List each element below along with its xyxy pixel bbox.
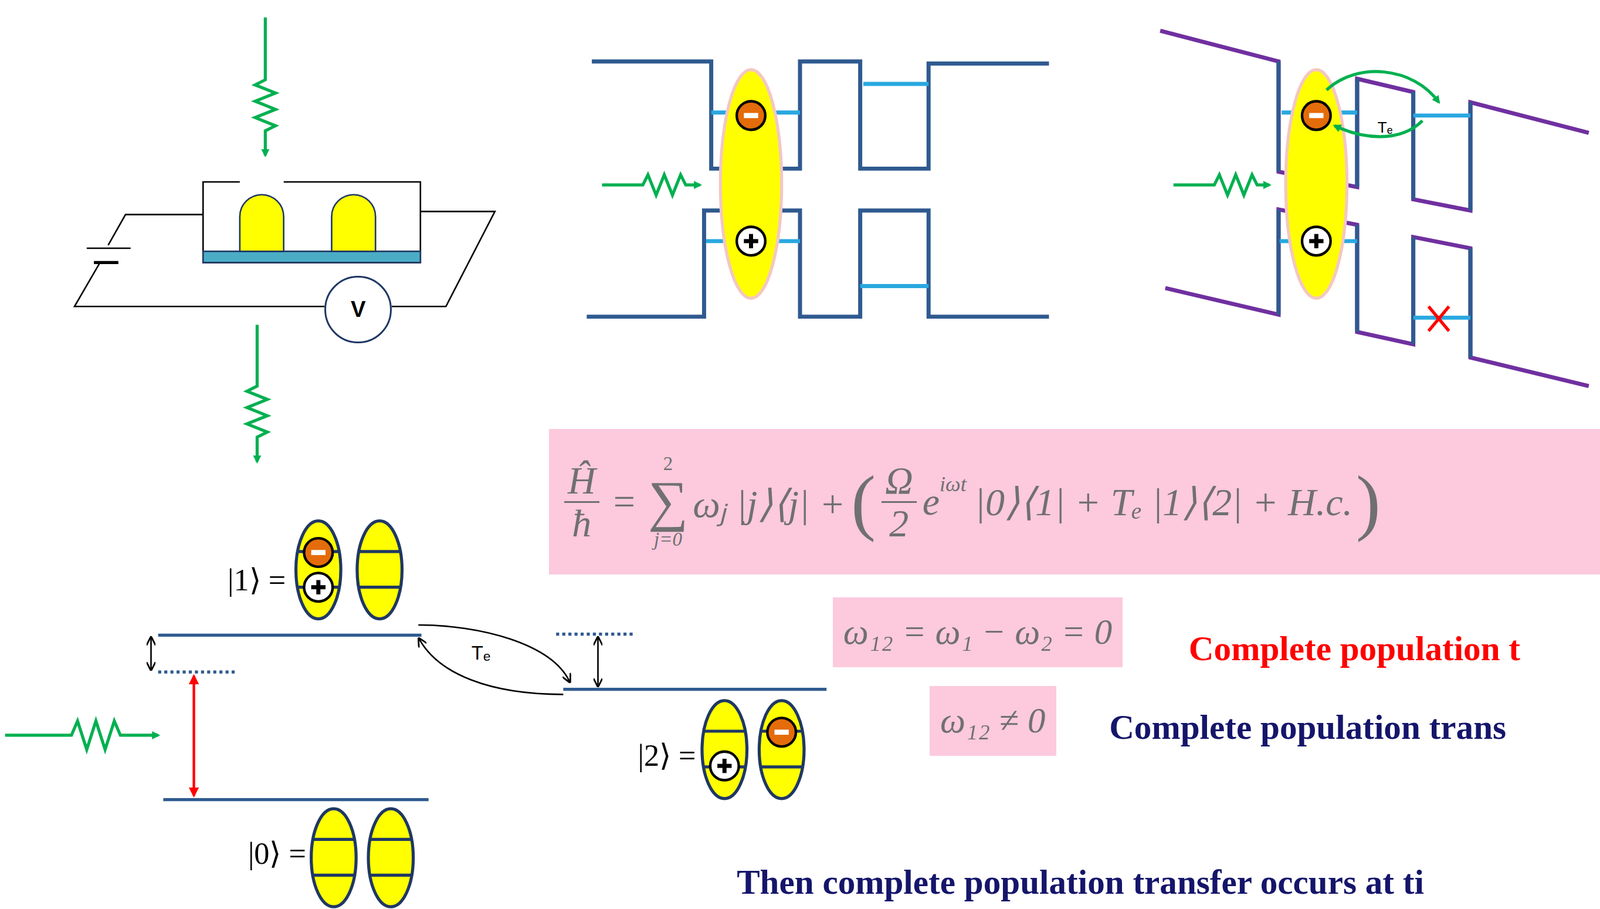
- blocked-mark: [1428, 306, 1450, 331]
- paren: (: [851, 459, 876, 544]
- exciton: [1285, 69, 1347, 299]
- sample-box: [202, 181, 421, 263]
- tilted-band: [1160, 30, 1589, 210]
- band-diagram: [591, 61, 1049, 169]
- state-label: |1⟩ =: [227, 561, 286, 598]
- denominator: ħ: [568, 502, 595, 544]
- condition-text: ω₁₂ ≠ 0: [940, 700, 1046, 740]
- meter-symbol: V: [350, 296, 366, 322]
- state-icon: [303, 572, 333, 602]
- tunnel-arrow: [1326, 71, 1439, 137]
- circuit-wire: [86, 247, 131, 250]
- state-icon: [296, 520, 342, 619]
- circuit-wire: [391, 211, 496, 307]
- level-line: [158, 634, 827, 799]
- fraction: Ĥħ: [564, 459, 600, 544]
- energy-level: [863, 81, 929, 86]
- level-line: [158, 633, 422, 637]
- tilted-band: [1160, 30, 1589, 386]
- transition-arrow: [192, 675, 195, 796]
- level-line: [163, 797, 429, 801]
- light-in: [246, 324, 268, 462]
- denominator: 2: [885, 502, 913, 544]
- light-in: [5, 720, 159, 750]
- condition-note: Complete population t: [1188, 628, 1521, 669]
- detuning-line: [556, 632, 635, 636]
- state-icon: [767, 717, 796, 747]
- sum-lower: j=0: [653, 529, 683, 549]
- equation-box: Ĥħ=2∑j=0ωⱼ |j⟩⟨j| +(Ω2eiωt|0⟩⟨1| + Tₑ |1…: [548, 428, 1600, 575]
- circuit-wire: [74, 211, 496, 307]
- condition-note: Complete population trans: [1109, 706, 1507, 747]
- level-line: [563, 687, 827, 691]
- exciton: [720, 69, 782, 299]
- state-icon: [702, 700, 748, 799]
- sum-sign: 2∑j=0: [648, 453, 688, 549]
- sum-symbol: ∑: [648, 473, 688, 530]
- equation-term: ωⱼ |j⟩⟨j| +: [692, 475, 846, 528]
- circuit-wire: [107, 214, 203, 246]
- exciton: [720, 69, 782, 299]
- state-icon: [303, 537, 333, 567]
- voltmeter: V: [324, 275, 392, 344]
- sample-box: [202, 181, 421, 263]
- detuning-arrow: [418, 624, 569, 681]
- detuning-arrow: [150, 638, 152, 669]
- energy-level: [860, 283, 930, 288]
- numerator: Ω: [881, 459, 917, 503]
- detuning-arrow: [419, 638, 564, 694]
- exciton: [1302, 226, 1331, 256]
- detuning-arrow: [597, 638, 599, 686]
- condition-box: ω₁₂ ≠ 0: [929, 685, 1057, 756]
- circuit-wire: [93, 260, 119, 264]
- equation-term: |0⟩⟨1| + Tₑ |1⟩⟨2| + H.c.: [974, 479, 1353, 525]
- conclusion-text: Then complete population transfer occurs…: [736, 861, 1425, 902]
- sample-box: [202, 251, 421, 263]
- exponential: eiωt: [922, 479, 967, 524]
- exciton: [1285, 69, 1347, 299]
- blocked-mark: [1428, 306, 1450, 331]
- detuning-line: [158, 634, 635, 672]
- state-label: |2⟩ =: [638, 737, 697, 773]
- state-icon: [710, 751, 740, 781]
- band-diagram: [586, 61, 1049, 317]
- sample-box: [239, 194, 284, 252]
- sample-box: [331, 194, 376, 252]
- tunnel-arrow: [1326, 71, 1439, 103]
- state-icon: [758, 700, 805, 799]
- paren: ): [1356, 459, 1381, 544]
- state-icon: [296, 520, 805, 907]
- light-in: [1173, 174, 1270, 196]
- exciton: [736, 101, 766, 131]
- sum-upper: 2: [663, 453, 674, 474]
- tunneling-label: Tₑ: [471, 641, 491, 664]
- light-in: [601, 174, 700, 196]
- detuning-arrow: [150, 624, 598, 694]
- state-icon: [311, 808, 357, 907]
- exp-power: iωt: [939, 471, 967, 497]
- fraction: Ω2: [881, 459, 917, 544]
- numerator: Ĥ: [564, 459, 600, 503]
- exciton: [1302, 101, 1331, 131]
- tilted-band: [1165, 209, 1589, 386]
- blocked-mark: [1428, 306, 1450, 331]
- exp-base: e: [922, 479, 940, 524]
- light-in: [255, 17, 276, 156]
- state-icon: [368, 808, 414, 907]
- state-label: |0⟩ =: [248, 835, 307, 871]
- exciton: [736, 226, 766, 256]
- detuning-line: [158, 669, 237, 673]
- condition-box: ω₁₂ = ω₁ − ω₂ = 0: [832, 597, 1124, 667]
- state-icon: [357, 520, 403, 619]
- equals-sign: =: [613, 479, 636, 524]
- tilted-band: [1278, 61, 1471, 358]
- circuit-wire: [74, 262, 325, 307]
- condition-text: ω₁₂ = ω₁ − ω₂ = 0: [843, 611, 1113, 652]
- band-diagram: [586, 210, 1049, 317]
- energy-level: [1413, 113, 1471, 118]
- tunneling-label: Tₑ: [1377, 118, 1393, 137]
